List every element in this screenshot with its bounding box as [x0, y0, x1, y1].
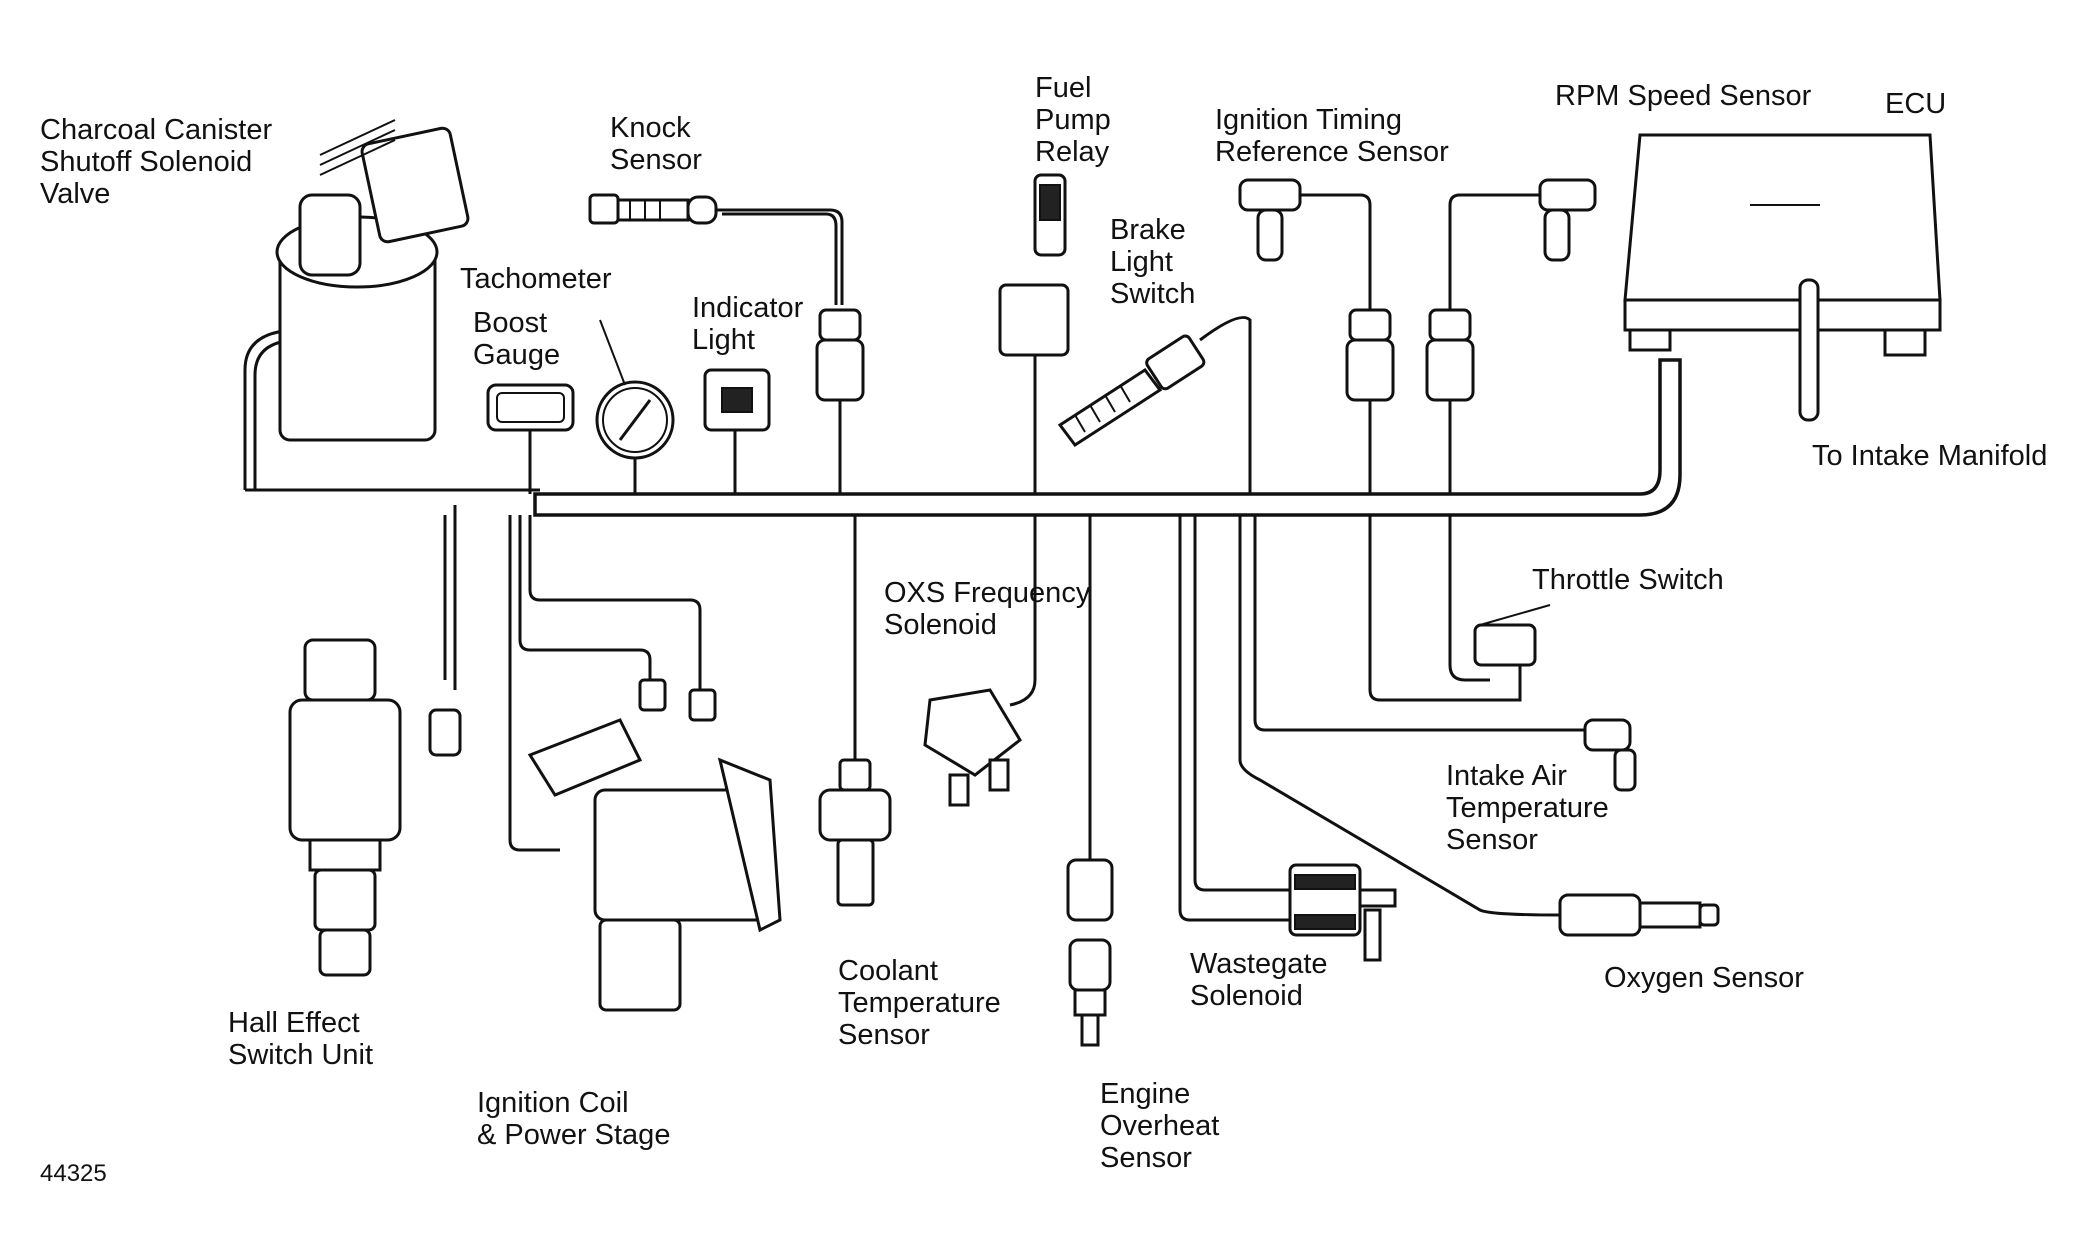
label-ecu: ECU [1885, 88, 1947, 120]
label-intake-air-temperature: Intake Air Temperature Sensor [1446, 760, 1609, 856]
label-coolant-temperature: Coolant Temperature Sensor [838, 955, 1001, 1051]
label-oxygen-sensor: Oxygen Sensor [1604, 962, 1804, 994]
label-rpm-speed-sensor: RPM Speed Sensor [1555, 80, 1812, 112]
rpm-speed-sensor [1425, 178, 1597, 494]
boost-gauge [486, 383, 575, 494]
label-boost-gauge: Boost Gauge [473, 307, 561, 371]
label-tachometer: Tachometer [460, 263, 612, 295]
main-harness [243, 328, 1682, 517]
label-charcoal-canister: Charcoal Canister Shutoff Solenoid Valve [40, 114, 273, 210]
label-hall-effect: Hall Effect Switch Unit [228, 1007, 374, 1071]
intake-air-temperature-sensor [1583, 718, 1637, 792]
label-indicator-light: Indicator Light [692, 292, 804, 356]
label-oxs-frequency-solenoid: OXS Frequency Solenoid [884, 577, 1091, 641]
figure-number: 44325 [40, 1160, 107, 1187]
lower-branches [443, 505, 1590, 922]
label-wastegate-solenoid: Wastegate Solenoid [1190, 948, 1328, 1012]
ecu-box [1623, 133, 1942, 422]
knock-connector [815, 308, 865, 494]
oxygen-sensor [1558, 893, 1720, 937]
label-ignition-timing: Ignition Timing Reference Sensor [1215, 104, 1449, 168]
fuel-pump-relay [998, 173, 1070, 494]
tachometer [595, 319, 675, 494]
indicator-light [703, 368, 771, 494]
label-ignition-coil: Ignition Coil & Power Stage [477, 1087, 671, 1151]
wastegate-solenoid [1288, 863, 1397, 962]
ignition-timing-reference-sensor [1238, 178, 1395, 494]
coolant-temperature-sensor [818, 758, 892, 907]
label-knock-sensor: Knock Sensor [610, 112, 702, 176]
hall-effect-switch-unit [288, 638, 462, 977]
throttle-switch [1473, 604, 1551, 667]
label-brake-light-switch: Brake Light Switch [1110, 214, 1196, 310]
knock-sensor [588, 193, 844, 305]
brake-light-switch [1057, 316, 1252, 494]
engine-overheat-sensor [1066, 858, 1114, 1047]
charcoal-canister-valve [275, 119, 470, 442]
label-fuel-pump-relay: Fuel Pump Relay [1035, 72, 1111, 168]
ignition-coil-power-stage [527, 678, 782, 1012]
label-to-intake-manifold: To Intake Manifold [1812, 440, 2048, 472]
label-engine-overheat: Engine Overheat Sensor [1100, 1078, 1220, 1174]
oxs-frequency-solenoid [923, 688, 1022, 807]
label-throttle-switch: Throttle Switch [1532, 564, 1724, 596]
